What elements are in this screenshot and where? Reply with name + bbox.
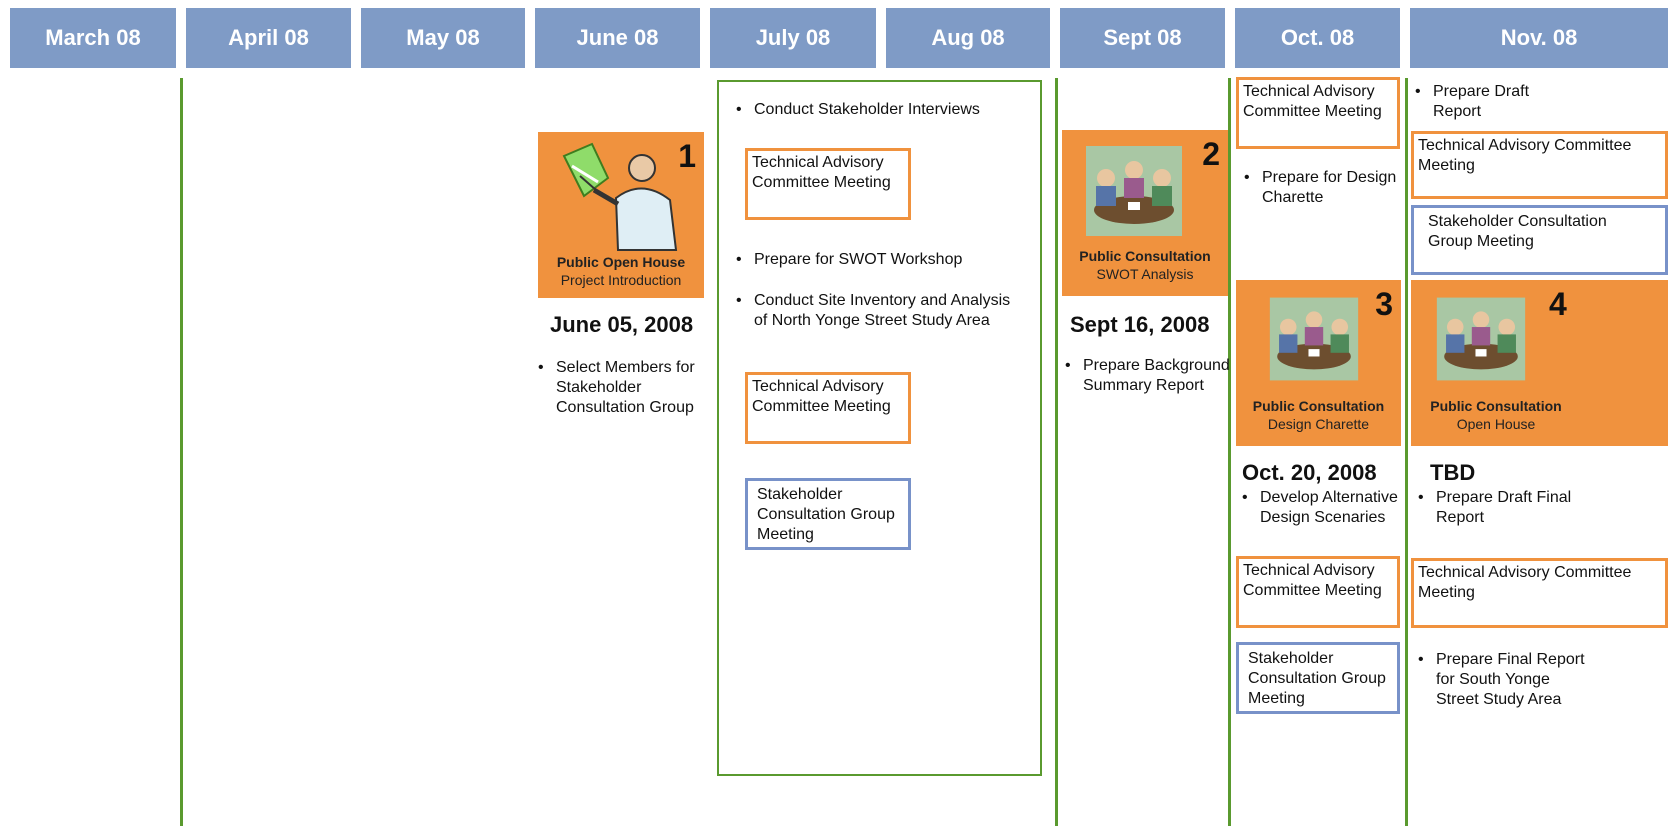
stakeholder-meeting-box: Stakeholder Consultation Group Meeting (745, 478, 911, 550)
tac-meeting-box: Technical Advisory Committee Meeting (745, 372, 911, 444)
task-bullet: Develop Alternative Design Scenaries (1242, 488, 1418, 528)
milestone-subtitle: SWOT Analysis (1096, 266, 1194, 282)
meeting-illustration (1086, 146, 1182, 236)
task-bullet: Conduct Stakeholder Interviews (736, 100, 1044, 120)
month-header-march: March 08 (10, 8, 176, 68)
task-bullet: Prepare Background Summary Report (1065, 356, 1243, 396)
milestone-card-1: 1 Public Open House Project Introduction (538, 132, 704, 298)
milestone-number: 3 (1375, 286, 1393, 322)
milestone-title: Public Consultation (1079, 248, 1211, 264)
divider-sept (1055, 78, 1058, 826)
month-header-sept: Sept 08 (1060, 8, 1225, 68)
divider-april (180, 78, 183, 826)
milestone-card-2: 2 Public Consultation SWOT Analysis (1062, 130, 1228, 296)
milestone-card-4: 4 Public Consultation Open House (1411, 280, 1668, 446)
task-bullet: Conduct Site Inventory and Analysis of N… (736, 291, 1024, 331)
milestone-date-prefix: Oct. (1242, 460, 1285, 485)
presenter-illustration (562, 142, 678, 251)
milestone-title: Public Consultation (1252, 398, 1385, 414)
tac-meeting-box: Technical Advisory Committee Meeting (1236, 77, 1400, 149)
july-aug-frame (717, 80, 1042, 776)
milestone-number: 2 (1202, 136, 1220, 172)
divider-nov (1405, 78, 1408, 826)
milestone-number: 4 (1549, 286, 1567, 322)
task-bullet: Prepare for SWOT Workshop (736, 250, 1044, 270)
month-header-nov: Nov. 08 (1410, 8, 1668, 68)
milestone-subtitle: Project Introduction (560, 272, 682, 288)
month-header-oct: Oct. 08 (1235, 8, 1400, 68)
milestone-subtitle: Design Charette (1267, 416, 1370, 432)
month-header-july: July 08 (710, 8, 876, 68)
task-bullet: Prepare for Design Charette (1244, 168, 1412, 208)
milestone-number: 1 (678, 138, 696, 174)
meeting-illustration (1269, 297, 1359, 381)
milestone-date: June 05, 2008 (550, 312, 694, 337)
milestone-date: TBD (1430, 460, 1476, 485)
task-bullet: Select Members for Stakeholder Consultat… (538, 358, 724, 418)
stakeholder-meeting-box: Stakeholder Consultation Group Meeting (1236, 642, 1400, 714)
milestone-date: Oct. 20, 2008 (1242, 460, 1377, 486)
milestone-subtitle: Open House (1456, 416, 1536, 432)
divider-oct (1228, 78, 1231, 826)
tac-meeting-box: Technical Advisory Committee Meeting (1411, 131, 1668, 199)
task-bullet: Prepare Draft Final Report (1418, 488, 1576, 528)
milestone-title: Public Consultation (1430, 398, 1562, 414)
milestone-date-day: 20 (1290, 460, 1316, 485)
month-header-may: May 08 (361, 8, 525, 68)
milestone-card-3: 3 Public Consultation Design Charette (1236, 280, 1401, 446)
task-bullet: Prepare Final Report for South Yonge Str… (1418, 650, 1586, 710)
milestone-date-suffix: , 2008 (1315, 460, 1377, 485)
milestone-title: Public Open House (556, 254, 686, 270)
tac-meeting-box: Technical Advisory Committee Meeting (1411, 558, 1668, 628)
tac-meeting-box: Technical Advisory Committee Meeting (1236, 556, 1400, 628)
task-bullet: Prepare Draft Report (1415, 82, 1573, 122)
meeting-illustration (1436, 297, 1526, 381)
milestone-date: Sept 16, 2008 (1070, 312, 1210, 337)
month-header-aug: Aug 08 (886, 8, 1050, 68)
month-header-april: April 08 (186, 8, 351, 68)
tac-meeting-box: Technical Advisory Committee Meeting (745, 148, 911, 220)
month-header-june: June 08 (535, 8, 700, 68)
stakeholder-meeting-box: Stakeholder Consultation Group Meeting (1411, 205, 1668, 275)
